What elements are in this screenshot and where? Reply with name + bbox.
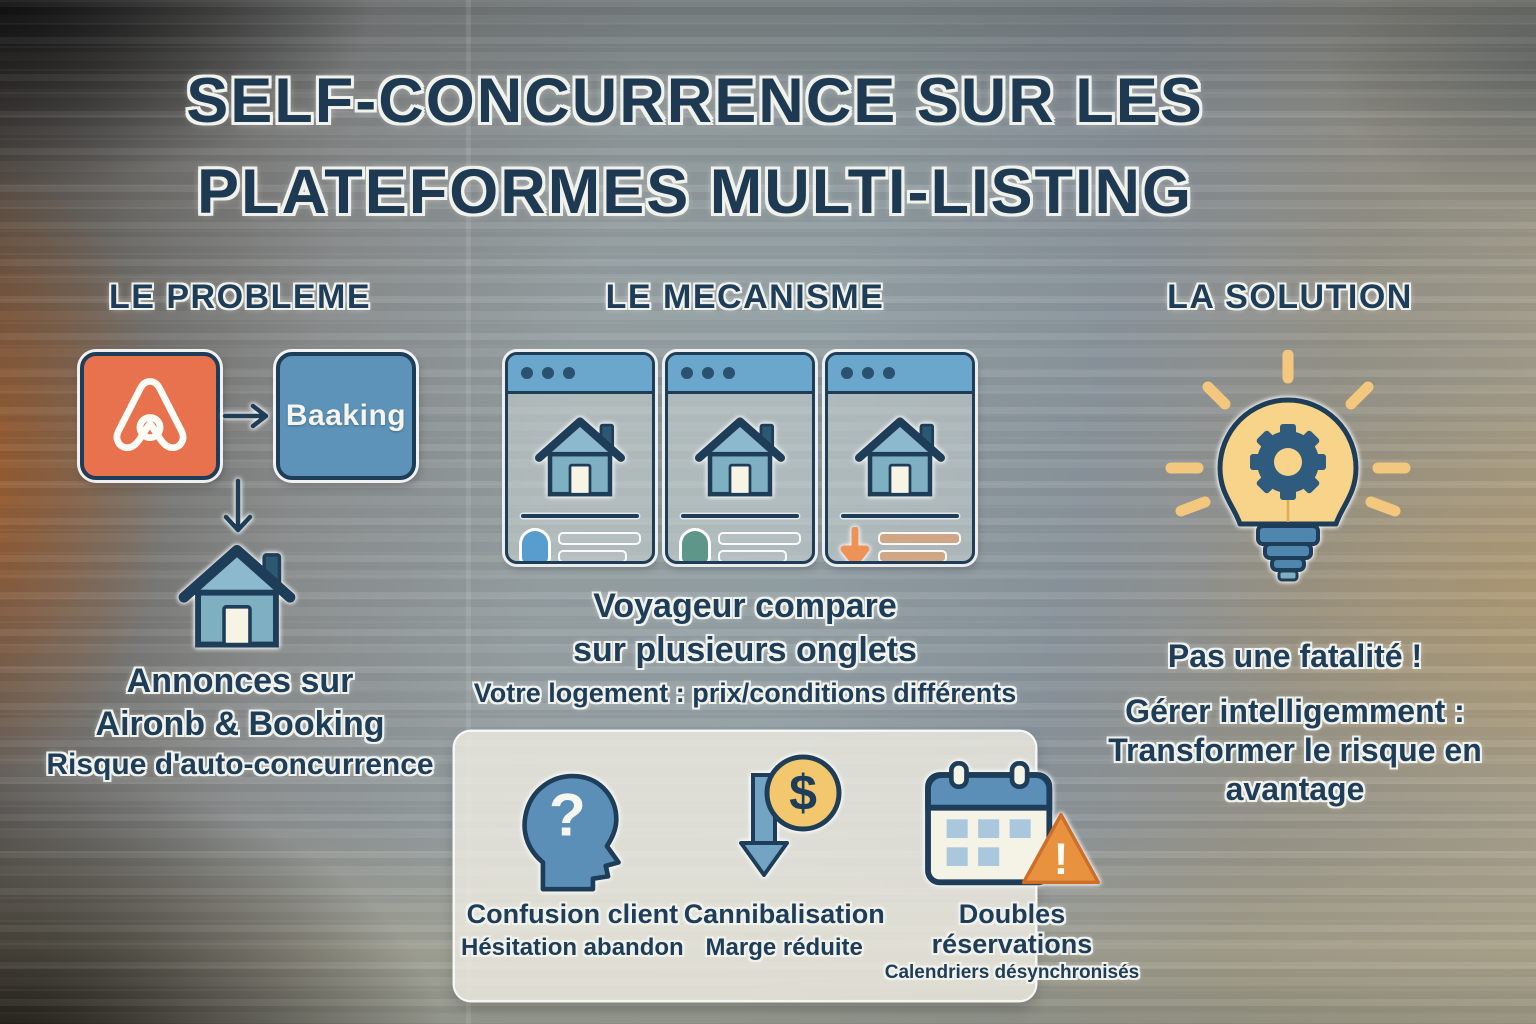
solution-caption: Pas une fatalité ! bbox=[1167, 638, 1423, 674]
consequence-confusion: ? Confusion client Hésitation abandon bbox=[461, 748, 684, 1000]
lightbulb-gear-icon bbox=[1165, 350, 1411, 582]
consequence-label: Confusion client bbox=[466, 899, 679, 929]
price-drop-icon: $ bbox=[739, 754, 842, 877]
listing-line bbox=[718, 531, 801, 545]
consequence-sublabel: Marge réduite bbox=[705, 933, 863, 961]
listing-divider bbox=[521, 514, 639, 518]
house-icon bbox=[855, 417, 945, 497]
listing-badge-icon bbox=[679, 528, 711, 561]
browser-window-3 bbox=[825, 352, 975, 564]
browser-window-2 bbox=[665, 352, 815, 564]
problem-heading: LE PROBLEME bbox=[108, 278, 372, 316]
house-icon bbox=[178, 544, 296, 648]
consequence-label: Cannibalisation bbox=[683, 899, 885, 929]
listing-lines bbox=[878, 527, 961, 561]
arrow-airbnb-to-booking bbox=[220, 399, 276, 433]
problem-caption-line2: Aironb & Booking bbox=[95, 704, 385, 743]
house-icon bbox=[695, 417, 785, 497]
browser-windows-row bbox=[505, 352, 975, 564]
browser-titlebar bbox=[668, 355, 812, 394]
solution-subcaption-line2: Transformer le risque en bbox=[1108, 732, 1482, 769]
svg-text:$: $ bbox=[789, 765, 817, 821]
problem-subcaption: Risque d'auto-concurrence bbox=[46, 748, 434, 781]
page-title: SELF-CONCURRENCE SUR LES PLATEFORMES MUL… bbox=[0, 56, 1390, 237]
consequence-icon-wrap: ? bbox=[461, 748, 684, 900]
solution-subcaption-line3: avantage bbox=[1225, 771, 1365, 808]
browser-titlebar bbox=[828, 355, 972, 394]
consequence-sublabel: Hésitation abandon bbox=[461, 933, 684, 961]
consequence-icon-wrap: $ bbox=[684, 748, 885, 900]
browser-dot-icon bbox=[702, 367, 714, 379]
browser-window-1 bbox=[505, 352, 655, 564]
problem-caption-line1: Annonces sur bbox=[126, 662, 354, 700]
problem-caption: Annonces sur Aironb & Booking bbox=[20, 660, 460, 746]
browser-dot-icon bbox=[883, 367, 895, 379]
price-drop-arrow-icon bbox=[840, 527, 870, 561]
listing-lines bbox=[558, 527, 641, 561]
listing-row bbox=[828, 518, 972, 561]
confused-client-icon: ? bbox=[522, 773, 622, 892]
svg-text:!: ! bbox=[1054, 835, 1069, 884]
browser-dot-icon bbox=[841, 367, 853, 379]
listing-line bbox=[558, 549, 627, 561]
browser-titlebar bbox=[508, 355, 652, 394]
browser-dot-icon bbox=[563, 367, 575, 379]
browser-dot-icon bbox=[862, 367, 874, 379]
booking-logo-label: Baaking bbox=[285, 399, 407, 432]
consequence-double-bookings: ! Doubles réservations Calendriers désyn… bbox=[884, 748, 1140, 1000]
solution-heading: LA SOLUTION bbox=[1167, 278, 1413, 316]
airbnb-logo-icon bbox=[113, 378, 187, 452]
consequences-card: ? Confusion client Hésitation abandon $ … bbox=[455, 732, 1139, 1000]
page-title-line1: SELF-CONCURRENCE SUR LES bbox=[186, 66, 1204, 136]
listing-line bbox=[718, 549, 787, 561]
consequence-cannibalisation: $ Cannibalisation Marge réduite bbox=[684, 748, 885, 1000]
listing-line bbox=[558, 531, 641, 545]
browser-dot-icon bbox=[542, 367, 554, 379]
browser-dot-icon bbox=[521, 367, 533, 379]
listing-row bbox=[508, 518, 652, 561]
listing-line bbox=[878, 531, 961, 545]
listing-divider bbox=[681, 514, 799, 518]
consequence-icon-wrap: ! bbox=[885, 748, 1140, 900]
down-arrow-icon bbox=[223, 478, 253, 533]
solution-subcaption: Gérer intelligemment : Transformer le ri… bbox=[1055, 692, 1535, 809]
consequence-sublabel: Calendriers désynchronisés bbox=[884, 962, 1140, 984]
platform-logos-row: Baaking bbox=[80, 352, 416, 480]
consequence-label: Doubles réservations bbox=[931, 899, 1093, 959]
solution-subcaption-line1: Gérer intelligemment : bbox=[1125, 693, 1465, 729]
mechanism-heading: LE MECANISME bbox=[605, 278, 885, 316]
listing-divider bbox=[841, 514, 959, 518]
browser-dot-icon bbox=[723, 367, 735, 379]
listing-line bbox=[878, 549, 947, 561]
browser-dot-icon bbox=[681, 367, 693, 379]
mechanism-subcaption: Votre logement : prix/conditions différe… bbox=[473, 678, 1017, 708]
listing-row bbox=[668, 518, 812, 561]
airbnb-tile bbox=[80, 352, 220, 480]
page-title-line2: PLATEFORMES MULTI-LISTING bbox=[196, 156, 1194, 227]
house-icon bbox=[535, 417, 625, 497]
calendar-warning-icon: ! bbox=[925, 761, 1101, 886]
booking-tile: Baaking bbox=[276, 352, 416, 480]
listing-lines bbox=[718, 527, 801, 561]
listing-badge-icon bbox=[519, 528, 551, 561]
mechanism-caption-line1: Voyageur compare bbox=[593, 587, 897, 625]
right-arrow-icon bbox=[222, 403, 269, 429]
mechanism-caption: Voyageur compare sur plusieurs onglets bbox=[490, 585, 1000, 672]
svg-text:?: ? bbox=[549, 781, 586, 849]
mechanism-caption-line2: sur plusieurs onglets bbox=[573, 630, 917, 669]
